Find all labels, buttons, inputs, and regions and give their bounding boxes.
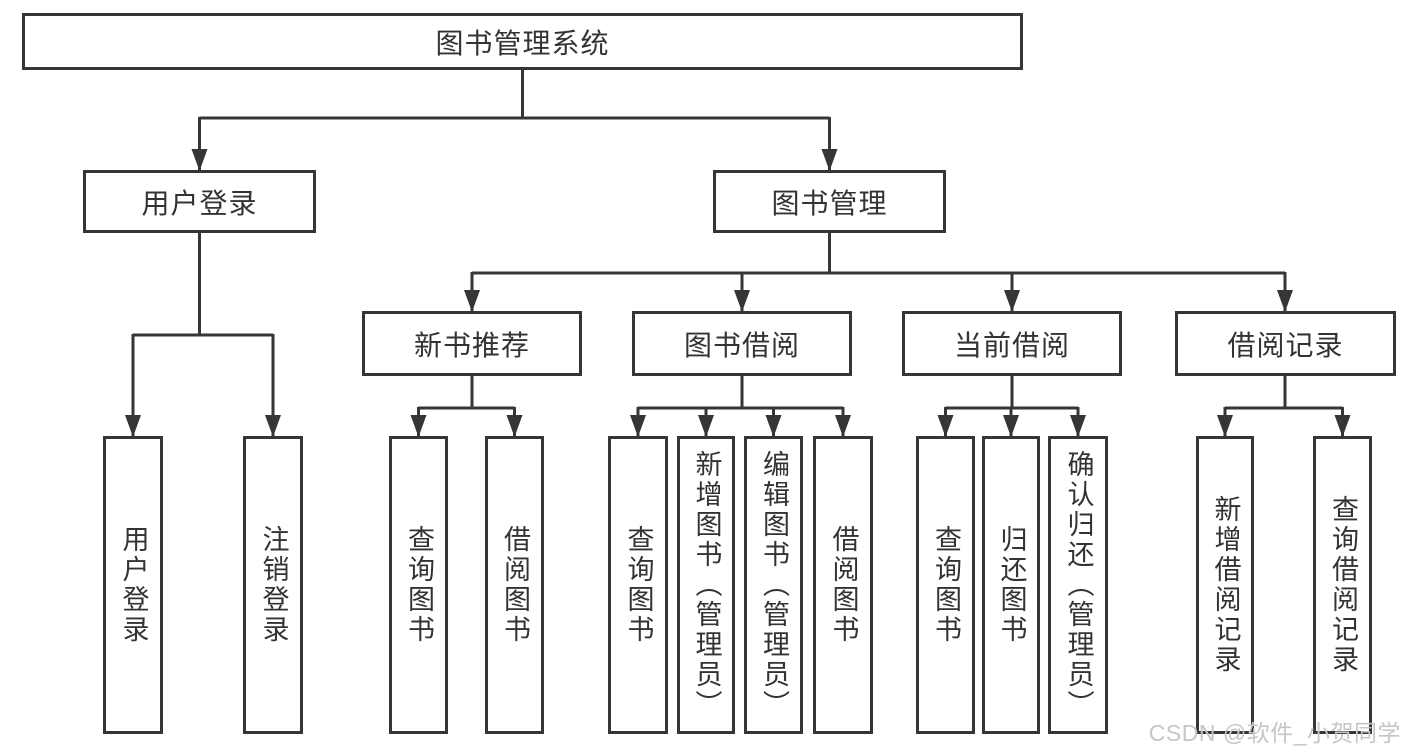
node-confirm-return-admin: 确认归还（管理员） <box>1048 436 1108 734</box>
node-borrow-books-leaf: 借阅图书 <box>813 436 873 734</box>
node-edit-book-admin: 编辑图书（管理员） <box>744 436 803 734</box>
node-query-books-borrow: 查询图书 <box>608 436 668 734</box>
node-user-login-leaf: 用户登录 <box>103 436 163 734</box>
node-user-login-branch: 用户登录 <box>83 170 316 233</box>
node-query-borrow-record: 查询借阅记录 <box>1313 436 1372 734</box>
node-borrow-records: 借阅记录 <box>1175 311 1396 376</box>
node-query-books-recommend: 查询图书 <box>389 436 448 734</box>
node-add-borrow-record: 新增借阅记录 <box>1196 436 1254 734</box>
node-borrow-books-recommend: 借阅图书 <box>485 436 544 734</box>
node-book-borrow: 图书借阅 <box>632 311 852 376</box>
node-root-system: 图书管理系统 <box>22 13 1023 70</box>
node-query-books-current: 查询图书 <box>916 436 975 734</box>
node-book-management-branch: 图书管理 <box>713 170 946 233</box>
node-add-book-admin: 新增图书（管理员） <box>677 436 735 734</box>
node-return-books: 归还图书 <box>982 436 1040 734</box>
node-logout-leaf: 注销登录 <box>243 436 303 734</box>
node-current-borrow: 当前借阅 <box>902 311 1122 376</box>
csdn-watermark: CSDN @软件_小贺同学 <box>1148 720 1401 746</box>
node-new-book-recommend: 新书推荐 <box>362 311 582 376</box>
